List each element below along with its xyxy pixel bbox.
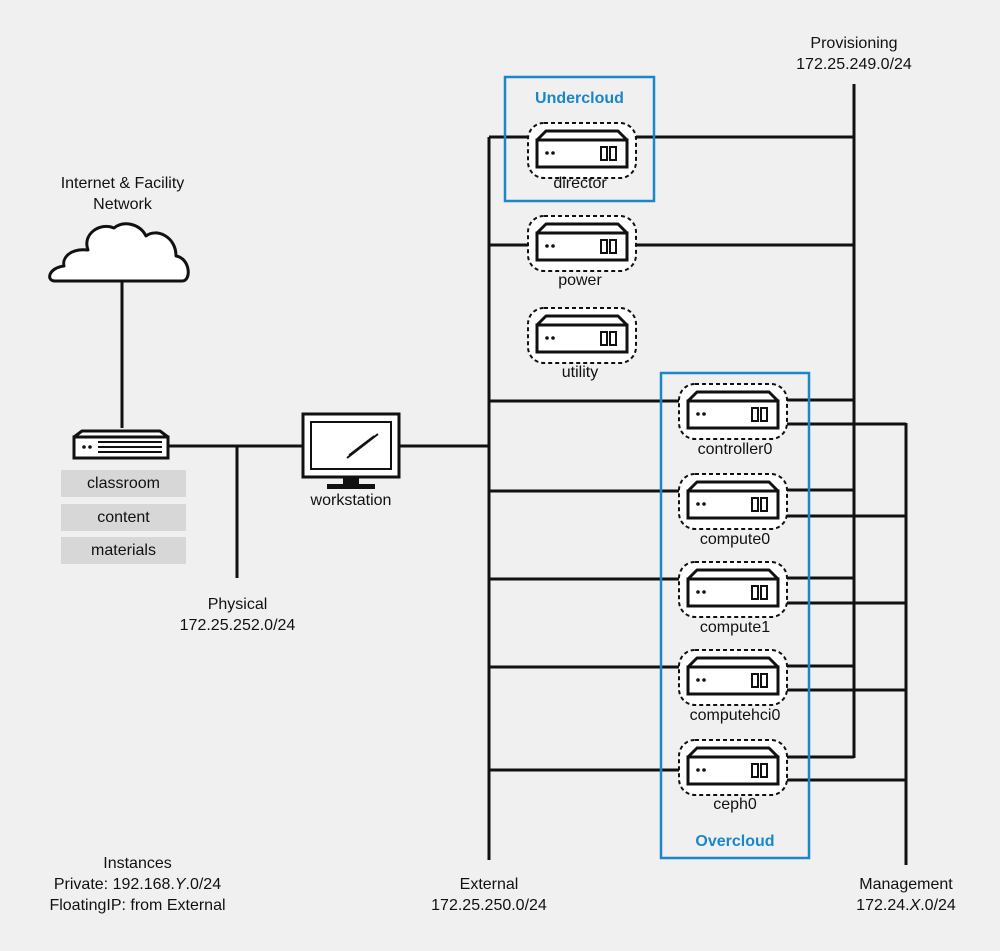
physical-network-name: Physical [207, 596, 268, 613]
node-label-controller0: controller0 [697, 441, 773, 458]
overcloud-frame [659, 371, 811, 860]
undercloud-title: Undercloud [535, 90, 624, 107]
instances-private-prefix: Private: 192.168. [53, 876, 175, 893]
internet-label-line2: Network [93, 196, 152, 213]
external-network-label: External 172.25.250.0/24 [405, 874, 573, 916]
instances-label: Instances Private: 192.168.Y.0/24 Floati… [15, 853, 260, 916]
undercloud-frame [503, 75, 656, 203]
server-power-icon [527, 215, 637, 272]
server-controller0-icon [678, 383, 788, 440]
management-cidr-suffix: .0/24 [920, 897, 956, 914]
node-label-ceph0: ceph0 [713, 796, 757, 813]
external-network-cidr: 172.25.250.0/24 [431, 897, 547, 914]
cloud-icon [48, 222, 190, 283]
instances-floating: FloatingIP: from External [49, 897, 226, 914]
internet-label-line1: Internet & Facility [60, 175, 185, 192]
overcloud-title: Overcloud [695, 833, 775, 850]
provisioning-network-name: Provisioning [810, 35, 898, 52]
management-network-label: Management 172.24.X.0/24 [822, 874, 990, 916]
instances-private-suffix: .0/24 [185, 876, 222, 893]
node-label-utility: utility [561, 364, 599, 381]
chip-classroom: classroom [61, 470, 186, 497]
node-label-compute0: compute0 [699, 531, 771, 548]
server-utility-icon [527, 307, 637, 364]
instances-private-var: Y [174, 876, 186, 893]
classroom-server-icon [72, 429, 170, 460]
workstation-label: workstation [310, 492, 392, 509]
node-label-computehci0: computehci0 [689, 707, 781, 724]
node-label-director: director [553, 175, 607, 192]
node-label-power: power [558, 272, 602, 289]
chip-content: content [61, 504, 186, 531]
server-compute1-icon [678, 561, 788, 618]
node-label-compute1: compute1 [699, 619, 771, 636]
workstation-icon [301, 412, 401, 489]
provisioning-network-cidr: 172.25.249.0/24 [796, 56, 912, 73]
management-cidr-prefix: 172.24. [856, 897, 910, 914]
physical-network-cidr: 172.25.252.0/24 [179, 617, 296, 634]
management-cidr-var: X [909, 897, 921, 914]
provisioning-network-label: Provisioning 172.25.249.0/24 [770, 33, 938, 75]
instances-title: Instances [103, 855, 172, 872]
server-director-icon [527, 122, 637, 179]
internet-network-label: Internet & Facility Network [40, 173, 205, 215]
external-network-name: External [459, 876, 519, 893]
physical-network-label: Physical 172.25.252.0/24 [150, 594, 325, 636]
server-computehci0-icon [678, 649, 788, 706]
instances-private: Private: 192.168.Y.0/24 [15, 874, 260, 895]
management-network-cidr: 172.24.X.0/24 [822, 895, 990, 916]
chip-materials: materials [61, 537, 186, 564]
server-ceph0-icon [678, 739, 788, 796]
server-compute0-icon [678, 473, 788, 530]
management-network-name: Management [859, 876, 953, 893]
